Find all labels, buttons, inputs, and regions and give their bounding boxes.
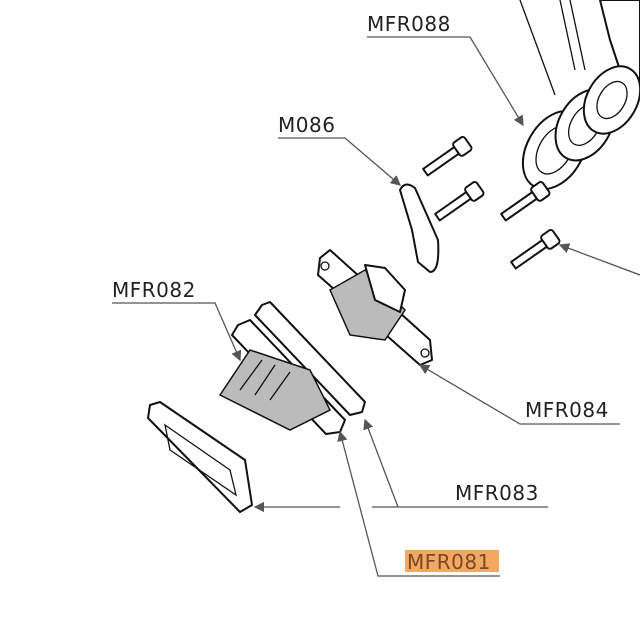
part-mfr082-reed-block[interactable] (218, 319, 346, 435)
leader-line-mfr083-branch (363, 418, 399, 508)
part-m086-bracket[interactable] (399, 183, 440, 273)
label-mfr083[interactable]: MFR083 (455, 481, 539, 505)
label-m086[interactable]: M086 (278, 113, 335, 137)
part-mfr083-gasket[interactable] (254, 301, 366, 416)
leader-line-m086 (278, 137, 401, 186)
leader-line-mfr082 (112, 302, 242, 362)
bolts[interactable] (421, 136, 561, 272)
label-mfr088[interactable]: MFR088 (367, 12, 451, 36)
highlight-mfr081 (405, 550, 499, 572)
label-mfr084[interactable]: MFR084 (525, 398, 609, 422)
leader-line-bolt (558, 243, 640, 276)
part-mfr088-flange[interactable] (510, 56, 640, 200)
label-mfr081[interactable]: MFR081 (407, 550, 491, 574)
leader-line-mfr084 (418, 364, 620, 425)
part-mfr084-spacer[interactable] (317, 249, 433, 366)
leader-line-mfr081 (337, 430, 500, 577)
label-mfr082[interactable]: MFR082 (112, 278, 196, 302)
carburetor-assembly[interactable] (519, 0, 640, 96)
leader-line-mfr088 (367, 36, 524, 127)
part-mfr081-gasket[interactable] (147, 401, 253, 513)
